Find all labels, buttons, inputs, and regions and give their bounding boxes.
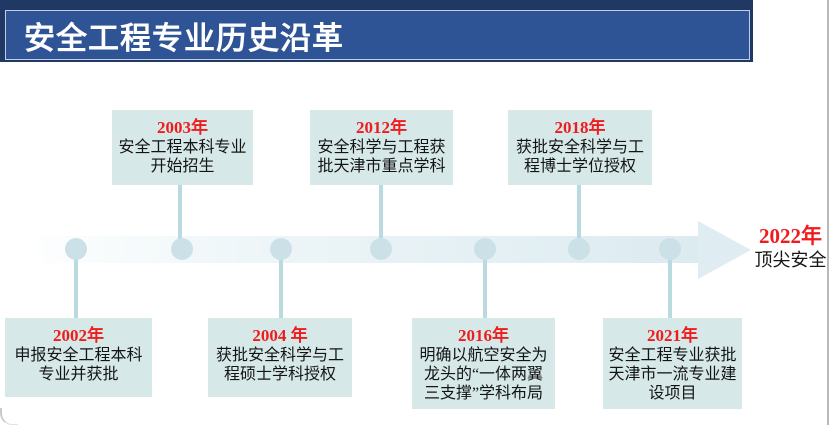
- window-corner-bottom-left: [0, 408, 18, 425]
- timeline-connector-2004: [279, 248, 283, 320]
- event-year: 2016年: [458, 326, 509, 345]
- event-year: 2002年: [53, 326, 104, 345]
- event-box-2003: 2003年 安全工程本科专业 开始招生: [112, 110, 253, 185]
- timeline-connector-2018: [577, 180, 581, 250]
- window-right-edge: [827, 0, 829, 425]
- timeline-connector-2002: [74, 248, 78, 320]
- timeline-node-2021: [659, 238, 681, 260]
- timeline-node-2018: [568, 238, 590, 260]
- event-text-line: 获批安全科学与工: [515, 139, 644, 156]
- event-text-line: 程博士学位授权: [523, 158, 636, 175]
- event-text-line: 专业并获批: [38, 366, 119, 383]
- event-year: 2021年: [647, 326, 698, 345]
- timeline-terminal: 2022年 顶尖安全: [750, 224, 831, 272]
- event-box-2016: 2016年 明确以航空安全为 龙头的“一体两翼 三支撑”学科布局: [412, 318, 555, 409]
- event-box-2012: 2012年 安全科学与工程获 批天津市重点学科: [310, 110, 453, 185]
- event-year: 2018年: [554, 118, 606, 137]
- event-box-2004: 2004 年 获批安全科学与工 程硕士学科授权: [208, 318, 352, 397]
- timeline-connector-2016: [483, 248, 487, 320]
- event-box-2002: 2002年 申报安全工程本科 专业并获批: [5, 318, 152, 397]
- terminal-label: 顶尖安全: [754, 250, 827, 270]
- event-year: 2012年: [356, 118, 407, 137]
- page-title: 安全工程专业历史沿革: [24, 20, 344, 56]
- event-text-line: 天津市一流专业建: [608, 366, 737, 383]
- timeline-node-2012: [370, 238, 392, 260]
- event-year: 2003年: [157, 118, 208, 137]
- event-text-line: 开始招生: [150, 158, 215, 175]
- timeline-connector-2003: [178, 180, 182, 250]
- timeline-node-2016: [474, 238, 496, 260]
- event-text-line: 安全工程专业获批: [608, 347, 737, 364]
- event-text-line: 程硕士学科授权: [223, 366, 336, 383]
- timeline-node-2003: [171, 238, 193, 260]
- event-text-line: 龙头的“一体两翼: [423, 366, 544, 383]
- event-box-2021: 2021年 安全工程专业获批 天津市一流专业建 设项目: [603, 318, 742, 409]
- timeline-connector-2012: [379, 180, 383, 250]
- event-text-line: 申报安全工程本科: [14, 347, 143, 364]
- event-text-line: 安全工程本科专业: [118, 139, 247, 156]
- event-text-line: 设项目: [648, 385, 697, 402]
- event-year: 2004 年: [252, 326, 308, 345]
- event-text-line: 获批安全科学与工: [215, 347, 344, 364]
- event-box-2018: 2018年 获批安全科学与工 程博士学位授权: [508, 110, 652, 185]
- event-text-line: 三支撑”学科布局: [423, 385, 544, 402]
- timeline-bar: [38, 236, 700, 263]
- title-banner: 安全工程专业历史沿革: [0, 0, 753, 62]
- event-text-line: 安全科学与工程获: [317, 139, 446, 156]
- timeline-node-2004: [270, 238, 292, 260]
- timeline-node-2002: [65, 238, 87, 260]
- event-text-line: 明确以航空安全为: [419, 347, 548, 364]
- terminal-year: 2022年: [759, 224, 822, 248]
- timeline-connector-2021: [668, 248, 672, 320]
- event-text-line: 批天津市重点学科: [317, 158, 446, 175]
- title-banner-inner: 安全工程专业历史沿革: [5, 10, 750, 60]
- timeline-arrow-icon: [698, 221, 751, 279]
